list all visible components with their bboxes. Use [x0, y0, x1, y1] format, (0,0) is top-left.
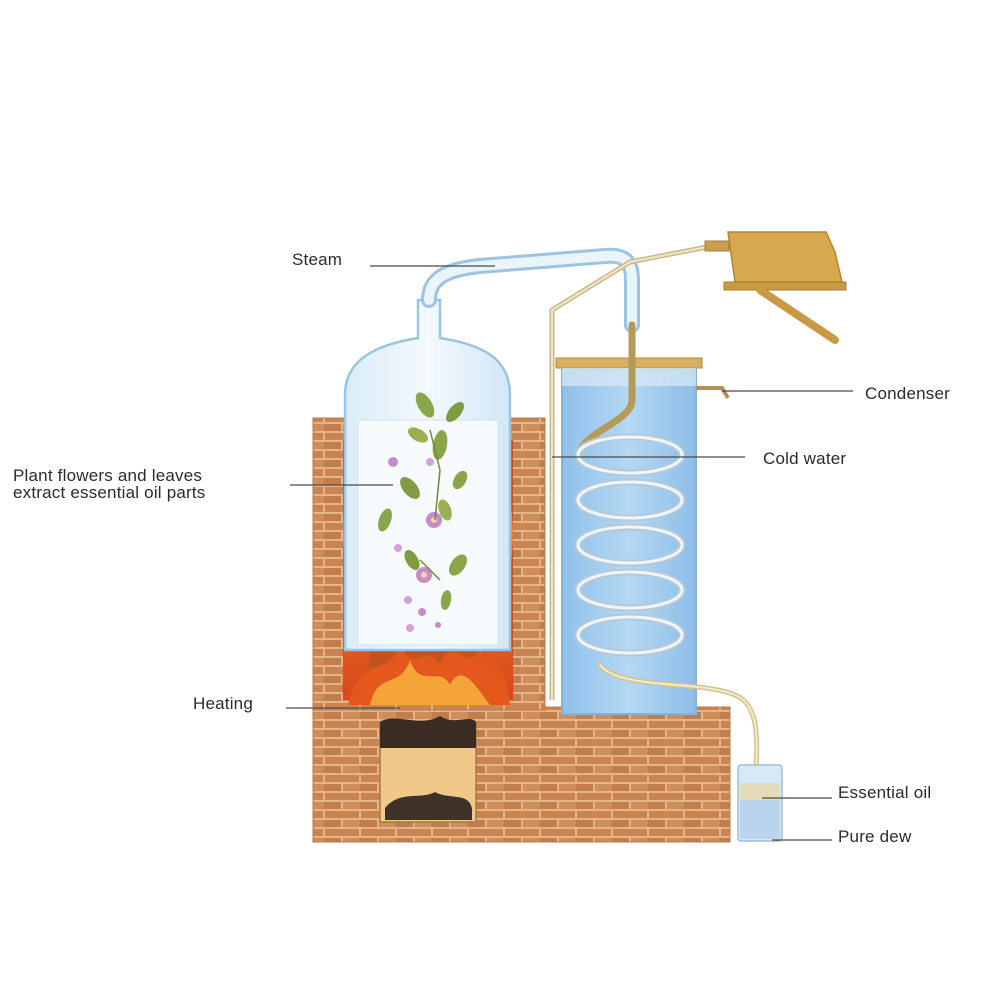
- collection-vial: [737, 764, 783, 842]
- leader-lines: [286, 265, 853, 841]
- brick-base: [312, 706, 731, 843]
- label-condenser: Condenser: [865, 384, 950, 403]
- steam-pipe: [421, 247, 640, 333]
- label-plant-line2: extract essential oil parts: [13, 483, 206, 502]
- label-pure-dew: Pure dew: [838, 827, 912, 846]
- label-essential-oil: Essential oil: [838, 783, 932, 802]
- water-reservoir: [704, 231, 847, 344]
- label-plant-line1: Plant flowers and leaves: [13, 466, 203, 485]
- distillation-flask: [343, 298, 512, 652]
- label-cold-water: Cold water: [763, 449, 847, 468]
- label-steam: Steam: [292, 250, 343, 269]
- plant-material: [378, 392, 468, 632]
- label-heating: Heating: [193, 694, 253, 713]
- fire-box: [379, 716, 477, 823]
- condenser-coil: [574, 321, 760, 788]
- cold-water-pipe: [549, 243, 713, 700]
